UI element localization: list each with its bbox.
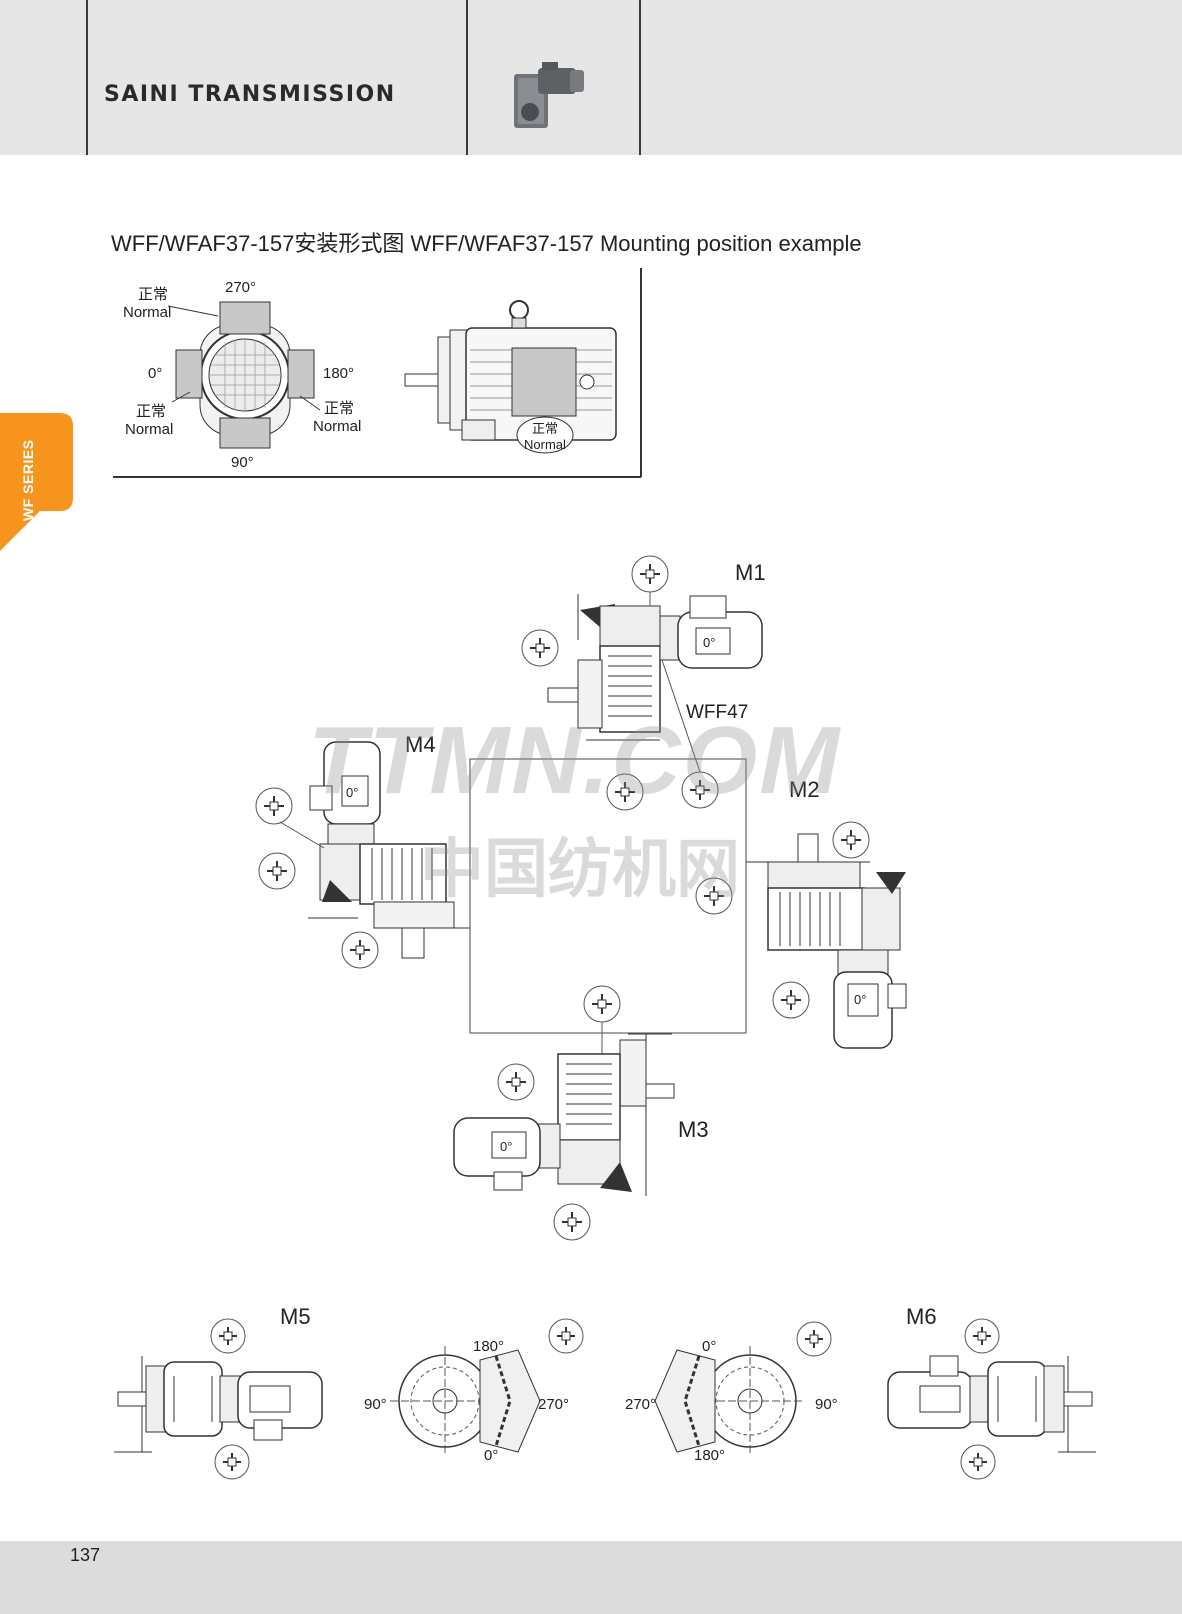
normal-label-en: Normal — [125, 421, 174, 438]
angle-label: 180° — [473, 1338, 505, 1355]
normal-label-cn: 正常 — [532, 421, 559, 436]
page-header — [0, 0, 1182, 155]
gearbox-product-icon — [514, 62, 584, 128]
angle-label-270: 270° — [225, 279, 257, 296]
angle-label: 90° — [364, 1396, 387, 1413]
normal-label-en: Normal — [123, 304, 172, 321]
position-label-m6: M6 — [906, 1304, 937, 1329]
angle-label: 0° — [702, 1338, 717, 1355]
position-label-m1: M1 — [735, 560, 766, 585]
position-label-m2: M2 — [789, 777, 820, 802]
section-title: WFF/WFAF37-157安装形式图 WFF/WFAF37-157 Mount… — [111, 231, 862, 256]
normal-label-cn: 正常 — [324, 400, 355, 417]
box-angle-label: 0° — [854, 992, 867, 1007]
angle-label-0: 0° — [148, 365, 163, 382]
model-label: WFF47 — [686, 702, 749, 723]
header-divider — [86, 0, 88, 155]
header-divider — [466, 0, 468, 155]
angle-label-180: 180° — [323, 365, 355, 382]
position-label-m5: M5 — [280, 1304, 311, 1329]
normal-label-en: Normal — [313, 418, 362, 435]
normal-label-en: Normal — [524, 437, 566, 452]
angle-label: 180° — [694, 1447, 726, 1464]
side-tab-background — [0, 413, 73, 551]
position-label-m4: M4 — [405, 732, 436, 757]
box-angle-label: 0° — [346, 785, 359, 800]
angle-label: 270° — [625, 1396, 657, 1413]
box-angle-label: 0° — [500, 1139, 513, 1154]
angle-label-90: 90° — [231, 454, 254, 471]
position-label-m3: M3 — [678, 1117, 709, 1142]
page-number: 137 — [70, 1545, 101, 1565]
box-angle-label: 0° — [703, 635, 716, 650]
normal-label-cn: 正常 — [138, 286, 169, 303]
header-divider — [639, 0, 641, 155]
angle-label: 270° — [538, 1396, 570, 1413]
angle-label: 90° — [815, 1396, 838, 1413]
angle-label: 0° — [484, 1447, 499, 1464]
page-footer — [0, 1541, 1182, 1614]
normal-label-cn: 正常 — [136, 403, 167, 420]
brand-logo-text: SAINI TRANSMISSION — [104, 82, 396, 107]
